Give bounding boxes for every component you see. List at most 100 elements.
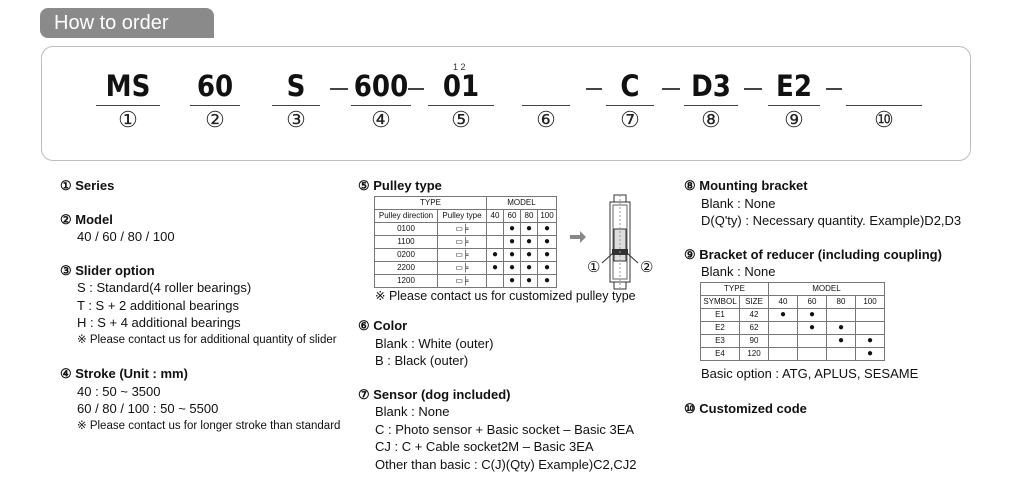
code-underline	[606, 105, 654, 106]
table-header: 100	[855, 294, 885, 309]
mounting-title: ⑧ Mounting bracket	[684, 178, 808, 193]
code-dash	[408, 88, 424, 90]
table-cell: ●	[503, 273, 521, 288]
code-segment: ⑥	[522, 67, 570, 133]
table-header: TYPE	[374, 195, 487, 210]
code-value	[522, 67, 570, 105]
stroke-line: 60 / 80 / 100 : 50 ~ 5500	[77, 401, 219, 416]
code-segment: 600 ④	[351, 67, 411, 133]
sensor-line: C : Photo sensor + Basic socket – Basic …	[375, 421, 635, 437]
order-code-box	[41, 46, 971, 161]
table-cell: ●	[537, 234, 557, 249]
code-number: ⑥	[536, 107, 556, 132]
pulley-type-icon: ▭╞	[437, 260, 487, 275]
slider-title: ③ Slider option	[60, 262, 155, 278]
code-underline	[190, 105, 240, 106]
table-cell	[797, 333, 827, 348]
code-dash	[330, 88, 348, 90]
table-header: 100	[537, 208, 557, 223]
slider-line: H : S + 4 additional bearings	[77, 315, 241, 330]
code-number: ①	[118, 107, 138, 132]
table-header: 40	[486, 208, 504, 223]
code-underline	[272, 105, 320, 106]
table-header: TYPE	[700, 281, 769, 296]
table-cell	[855, 307, 885, 322]
pulley-title: ⑤ Pulley type	[358, 178, 442, 193]
code-dash	[586, 88, 602, 90]
table-header: SYMBOL	[700, 294, 740, 309]
table-cell: 62	[739, 320, 769, 335]
table-header: 60	[797, 294, 827, 309]
reducer-title: ⑨ Bracket of reducer (including coupling…	[684, 246, 942, 262]
pulley-type-icon: ▭╞	[437, 221, 487, 236]
code-number: ④	[371, 107, 391, 132]
sensor-line: Blank : None	[375, 404, 450, 419]
table-row: 1200▭╞●●●	[374, 273, 557, 288]
code-dash	[826, 88, 842, 90]
column-3: ⑧ Mounting bracket Blank : None D(Q'ty) …	[684, 177, 1014, 418]
code-number: ②	[205, 107, 225, 132]
reducer-basic: Basic option : ATG, APLUS, SESAME	[701, 365, 919, 381]
sensor-title: ⑦ Sensor (dog included)	[358, 386, 511, 402]
slider-line: T : S + 2 additional bearings	[77, 297, 240, 313]
table-cell: E2	[700, 320, 740, 335]
table-cell: ●	[797, 307, 827, 322]
code-dash	[744, 88, 762, 90]
column-1: ① Series ② Model 40 / 60 / 80 / 100 ③ Sl…	[60, 177, 350, 435]
table-cell	[855, 320, 885, 335]
code-value: E2	[776, 69, 812, 103]
pulley-type-icon: ▭╞	[437, 247, 487, 262]
table-cell: ●	[826, 320, 856, 335]
figure-label-2: ②	[640, 259, 654, 276]
table-cell: ●	[537, 260, 557, 275]
table-header: SIZE	[739, 294, 769, 309]
table-header: Pulley type	[437, 208, 487, 223]
code-number: ③	[286, 107, 306, 132]
table-cell: 42	[739, 307, 769, 322]
code-value: 600	[353, 69, 409, 103]
code-underline	[351, 105, 411, 106]
slider-line: S : Standard(4 roller bearings)	[77, 280, 252, 295]
table-cell: ●	[503, 221, 521, 236]
table-cell: ●	[826, 333, 856, 348]
actuator-diagram	[570, 194, 639, 290]
table-cell	[768, 333, 798, 348]
table-cell	[486, 273, 504, 288]
code-underline	[428, 105, 494, 106]
pulley-note: ※ Please contact us for customized pulle…	[375, 288, 636, 303]
code-number: ⑩	[874, 107, 894, 132]
table-row: 1100▭╞●●●	[374, 234, 557, 249]
table-cell: 120	[739, 346, 769, 361]
table-cell: ●	[520, 221, 538, 236]
pulley-figure: ① ②	[568, 193, 673, 293]
table-cell: ●	[503, 247, 521, 262]
table-row: 2200▭╞●●●●	[374, 260, 557, 275]
slider-note: ※ Please contact us for additional quant…	[77, 333, 337, 346]
table-cell: 1100	[374, 234, 438, 249]
color-title: ⑥ Color	[358, 318, 408, 333]
table-cell	[826, 307, 856, 322]
table-header: MODEL	[486, 195, 557, 210]
reducer-line: Blank : None	[701, 264, 776, 279]
color-line: Blank : White (outer)	[375, 335, 494, 351]
table-cell	[768, 320, 798, 335]
figure-label-1: ①	[587, 259, 601, 276]
code-value: 01	[442, 69, 480, 103]
table-cell: ●	[537, 247, 557, 262]
code-number: ⑧	[701, 107, 721, 132]
table-row: 0100▭╞●●●	[374, 221, 557, 236]
table-cell: ●	[520, 234, 538, 249]
sensor-line: Other than basic : C(J)(Qty) Example)C2,…	[375, 456, 637, 472]
code-dash	[662, 88, 680, 90]
table-cell	[768, 346, 798, 361]
table-cell: ●	[520, 247, 538, 262]
